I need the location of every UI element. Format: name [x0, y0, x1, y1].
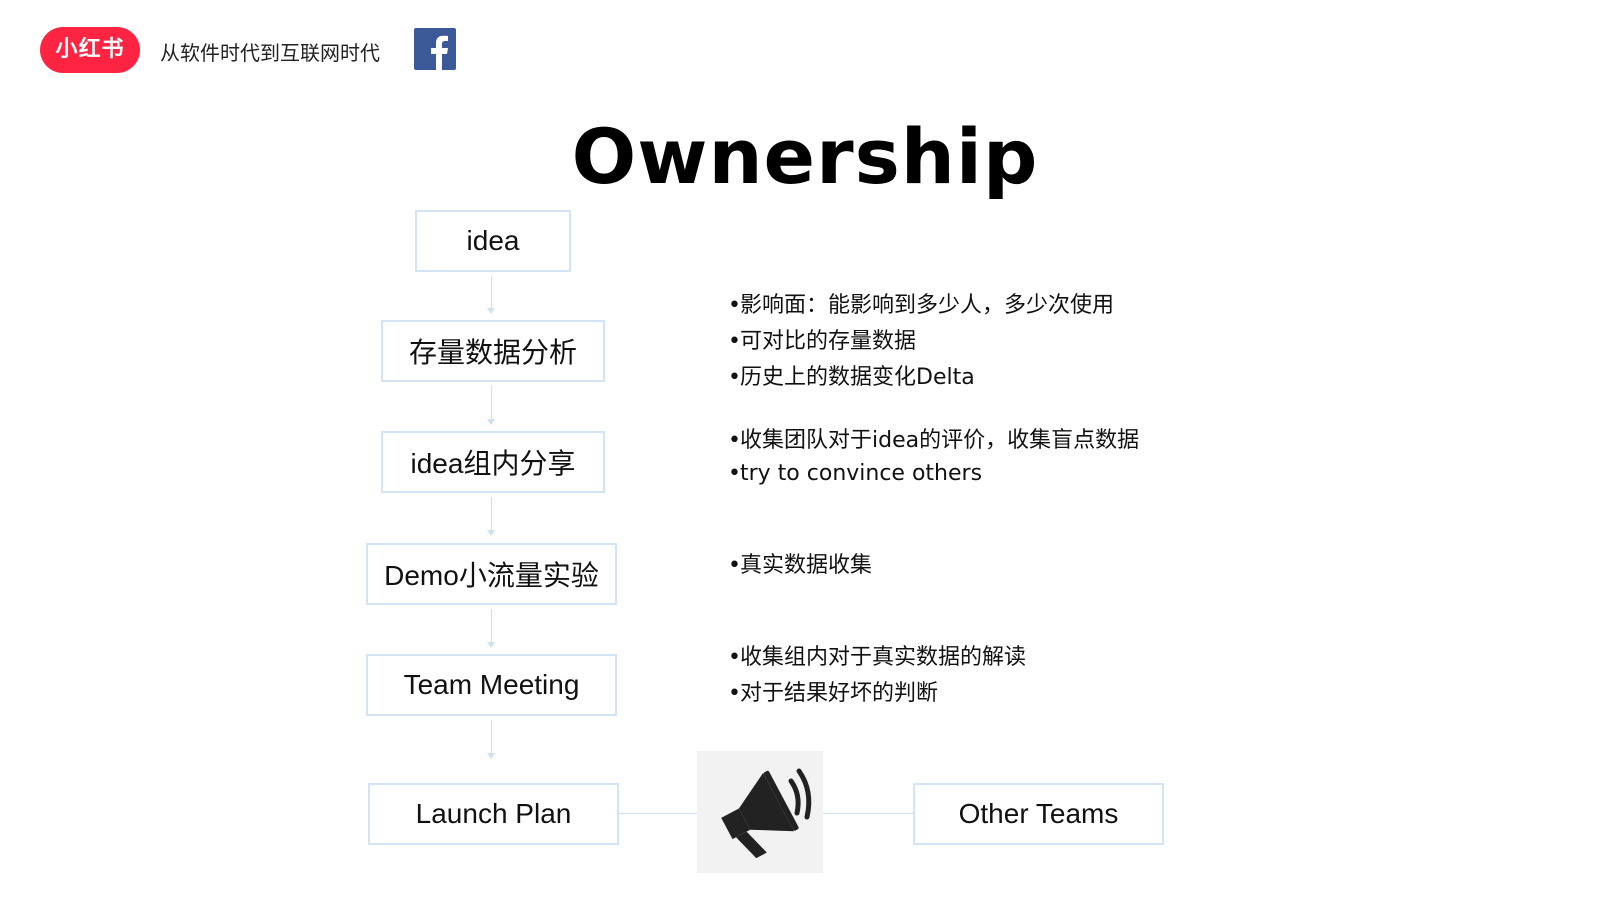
target-other-teams: Other Teams [913, 783, 1164, 845]
note-item: •收集团队对于idea的评价，收集盲点数据 [728, 428, 1140, 453]
step-idea-sharing: idea组内分享 [381, 431, 605, 493]
note-item: •真实数据收集 [728, 553, 873, 578]
notes-group-3: •真实数据收集 [728, 548, 872, 584]
notes-group-1: •影响面：能影响到多少人，多少次使用 •可对比的存量数据 •历史上的数据变化De… [728, 288, 1114, 396]
note-item: •try to convince others [728, 461, 983, 486]
note-item: •影响面：能影响到多少人，多少次使用 [728, 293, 1115, 318]
step-idea: idea [415, 210, 571, 272]
brand-logo: 小红书 [40, 27, 140, 73]
header: 小红书 从软件时代到互联网时代 [40, 24, 480, 76]
note-item: •历史上的数据变化Delta [728, 365, 975, 390]
connector-arrow [487, 386, 495, 425]
facebook-icon [414, 28, 456, 70]
notes-group-4: •收集组内对于真实数据的解读 •对于结果好坏的判断 [728, 640, 1026, 712]
connector-arrow [487, 720, 495, 759]
connector-arrow [487, 609, 495, 648]
notes-group-2: •收集团队对于idea的评价，收集盲点数据 •try to convince o… [728, 424, 1139, 490]
step-data-analysis: 存量数据分析 [381, 320, 605, 382]
note-item: •可对比的存量数据 [728, 329, 917, 354]
note-item: •收集组内对于真实数据的解读 [728, 645, 1027, 670]
step-launch-plan: Launch Plan [368, 783, 619, 845]
note-item: •对于结果好坏的判断 [728, 681, 939, 706]
megaphone-icon [697, 751, 823, 873]
step-demo-experiment: Demo小流量实验 [366, 543, 617, 605]
connector-arrow [487, 276, 495, 314]
step-team-meeting: Team Meeting [366, 654, 617, 716]
connector-arrow [487, 497, 495, 536]
header-subtitle: 从软件时代到互联网时代 [160, 41, 380, 65]
slide-title: Ownership [571, 112, 1039, 201]
